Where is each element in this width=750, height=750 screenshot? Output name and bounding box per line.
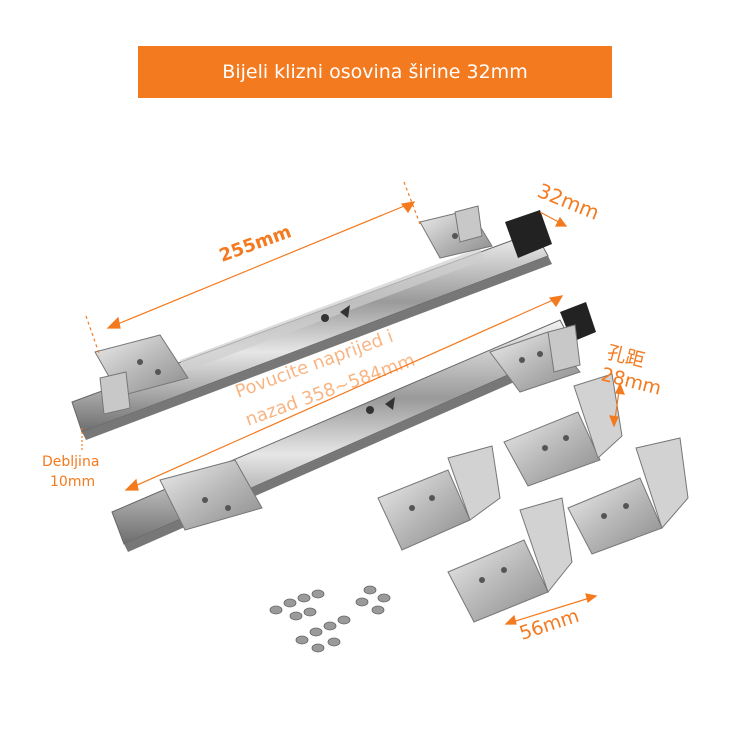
hole-spacing-dimension-line: [609, 382, 625, 428]
mounting-bracket: [503, 373, 623, 487]
mounting-bracket: [447, 497, 573, 623]
mounting-bracket: [567, 437, 689, 555]
thickness-label: Debljina: [42, 454, 99, 470]
slide-rail-upper: [71, 205, 552, 440]
mounting-bracket: [377, 445, 501, 551]
length-dimension-line: [85, 181, 421, 357]
thickness-value: 10mm: [50, 474, 95, 490]
title-banner: Bijeli klizni osovina širine 32mm: [138, 46, 612, 98]
banner-title: Bijeli klizni osovina širine 32mm: [222, 61, 528, 83]
length-label: 255mm: [217, 221, 295, 266]
screws: [269, 585, 391, 653]
width-dimension-line: [539, 211, 568, 227]
slide-rail-lower: [111, 302, 596, 552]
bracket-width-dimension-line: [504, 593, 598, 625]
pull-dimension-line: [124, 295, 564, 491]
width-label: 32mm: [534, 178, 603, 224]
